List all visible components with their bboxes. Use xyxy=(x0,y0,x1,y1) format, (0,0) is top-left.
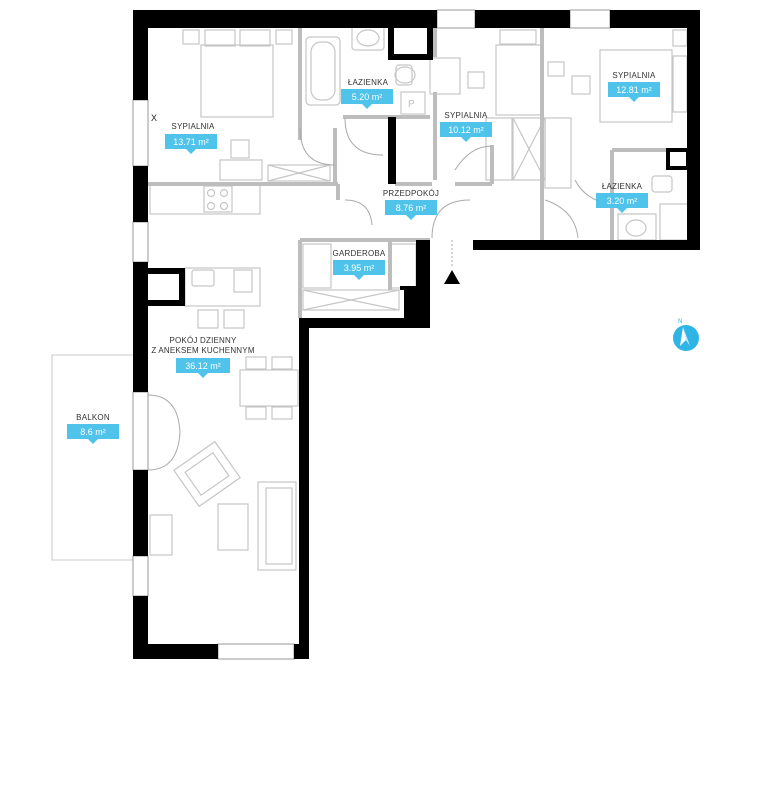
area-badge xyxy=(165,134,217,149)
area-value: 8.76 m² xyxy=(396,203,427,213)
room-name: SYPIALNIA xyxy=(444,111,488,120)
room-label-pokoj-dzienny: POKÓJ DZIENNY Z ANEKSEM KUCHENNYM 36.12 … xyxy=(151,336,255,378)
area-badge xyxy=(176,358,230,373)
area-badge xyxy=(385,200,437,215)
room-label-balkon: BALKON 8.6 m² xyxy=(67,413,119,444)
compass-label: N xyxy=(678,319,682,325)
room-name: GARDEROBA xyxy=(333,249,386,258)
area-value: 3.95 m² xyxy=(344,263,375,273)
area-badge xyxy=(440,122,492,137)
room-label-sypialnia-2: SYPIALNIA 10.12 m² xyxy=(440,111,492,142)
kitchen-counter-top xyxy=(149,183,261,215)
area-badge xyxy=(596,193,648,208)
furniture: P xyxy=(149,25,689,571)
room-name: ŁAZIENKA xyxy=(602,182,643,191)
area-badge xyxy=(67,424,119,439)
area-value: 3.20 m² xyxy=(607,196,638,206)
area-value: 36.12 m² xyxy=(185,361,221,371)
balcony-area xyxy=(51,354,135,561)
entrance-arrow-icon xyxy=(444,270,460,284)
room-label-lazienka-2: ŁAZIENKA 3.20 m² xyxy=(596,182,648,213)
room-name: ŁAZIENKA xyxy=(348,78,389,87)
room-label-lazienka-1: ŁAZIENKA 5.20 m² xyxy=(341,78,393,109)
room-name: SYPIALNIA xyxy=(171,122,215,131)
room-name: BALKON xyxy=(76,413,110,422)
area-badge xyxy=(341,89,393,104)
bathtub xyxy=(305,36,341,106)
dining-table xyxy=(239,369,299,407)
area-value: 13.71 m² xyxy=(173,137,209,147)
room-name: SYPIALNIA xyxy=(612,71,656,80)
svg-text:P: P xyxy=(408,99,415,110)
bed xyxy=(200,44,274,118)
room-label-sypialnia-3: SYPIALNIA 12.81 m² xyxy=(608,71,660,102)
room-name-line2: Z ANEKSEM KUCHENNYM xyxy=(151,346,255,355)
room-label-sypialnia-1: SYPIALNIA 13.71 m² xyxy=(165,122,217,154)
kitchen-counter xyxy=(184,267,261,307)
coffee-table xyxy=(217,503,249,551)
x-marker: X xyxy=(151,113,157,123)
room-label-garderoba: GARDEROBA 3.95 m² xyxy=(333,249,386,280)
armchair xyxy=(173,440,241,508)
area-value: 5.20 m² xyxy=(352,92,383,102)
toilet xyxy=(395,64,413,86)
compass-north-icon: N xyxy=(673,319,699,351)
exterior-walls xyxy=(133,10,700,659)
tv-stand xyxy=(149,514,173,556)
doors xyxy=(147,117,613,471)
area-badge xyxy=(608,82,660,97)
windows xyxy=(132,9,611,660)
area-value: 10.12 m² xyxy=(448,125,484,135)
partitions xyxy=(148,28,666,318)
room-name-line1: POKÓJ DZIENNY xyxy=(169,336,237,345)
room-label-przedpokoj: PRZEDPOKÓJ 8.76 m² xyxy=(383,189,439,220)
room-name: PRZEDPOKÓJ xyxy=(383,189,439,198)
sofa xyxy=(257,481,297,571)
area-value: 12.81 m² xyxy=(616,85,652,95)
area-value: 8.6 m² xyxy=(80,427,106,437)
area-badge xyxy=(333,260,385,275)
